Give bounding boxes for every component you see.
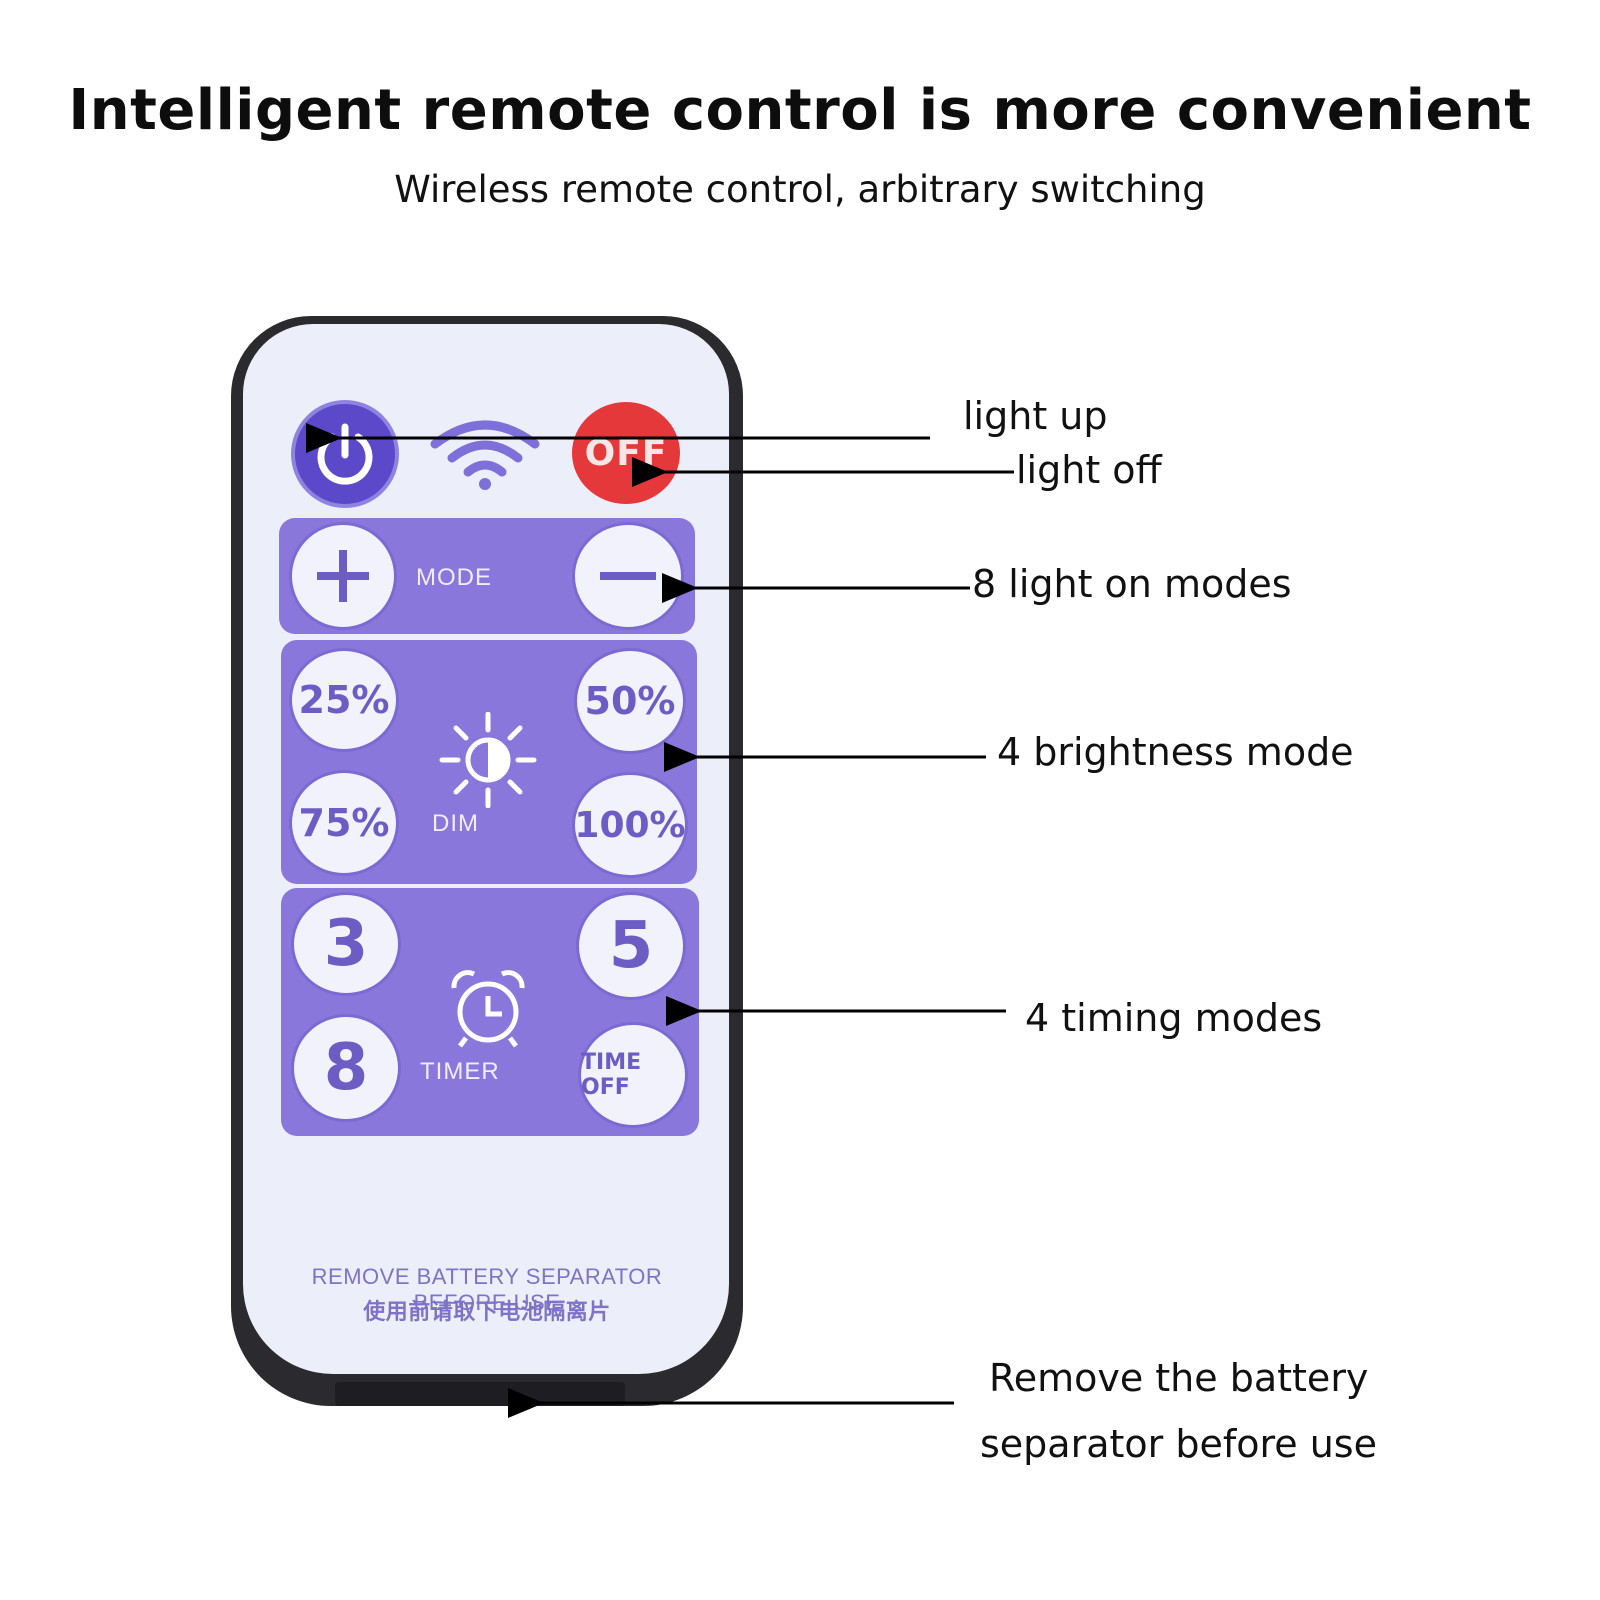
timer-8-button[interactable]: 8 xyxy=(291,1014,401,1122)
battery-warning-en: REMOVE BATTERY SEPARATOR BEFORE USE xyxy=(311,1264,663,1315)
mode-plus-button[interactable] xyxy=(289,522,397,630)
timer-label: TIMER xyxy=(420,1058,500,1085)
alarm-clock-icon xyxy=(451,970,525,1048)
time-off-button[interactable]: TIME OFF xyxy=(578,1022,688,1128)
callout-brightness: 4 brightness mode xyxy=(997,730,1354,774)
callout-modes: 8 light on modes xyxy=(972,562,1292,606)
brightness-75-button[interactable]: 75% xyxy=(289,770,399,876)
power-button[interactable] xyxy=(291,400,399,508)
mode-label: MODE xyxy=(416,564,492,591)
timer-5-button[interactable]: 5 xyxy=(576,892,686,1000)
callout-battery-line2: separator before use xyxy=(980,1422,1377,1466)
callout-light-off: light off xyxy=(1016,448,1162,492)
page-subtitle: Wireless remote control, arbitrary switc… xyxy=(394,168,1206,211)
callout-timing: 4 timing modes xyxy=(1025,996,1323,1040)
timer-3-button[interactable]: 3 xyxy=(291,892,401,996)
brightness-25-button[interactable]: 25% xyxy=(289,648,399,752)
minus-icon xyxy=(600,572,656,580)
brightness-100-button[interactable]: 100% xyxy=(572,772,688,878)
brightness-50-button[interactable]: 50% xyxy=(574,648,686,754)
page-title: Intelligent remote control is more conve… xyxy=(68,78,1532,143)
dim-label: DIM xyxy=(432,810,479,837)
plus-icon xyxy=(317,550,369,602)
brightness-icon xyxy=(439,712,537,808)
callout-battery-line1: Remove the battery xyxy=(989,1356,1369,1400)
battery-warning-cn: 使用前请取下电池隔离片 xyxy=(363,1299,611,1324)
callout-light-up: light up xyxy=(963,394,1108,438)
